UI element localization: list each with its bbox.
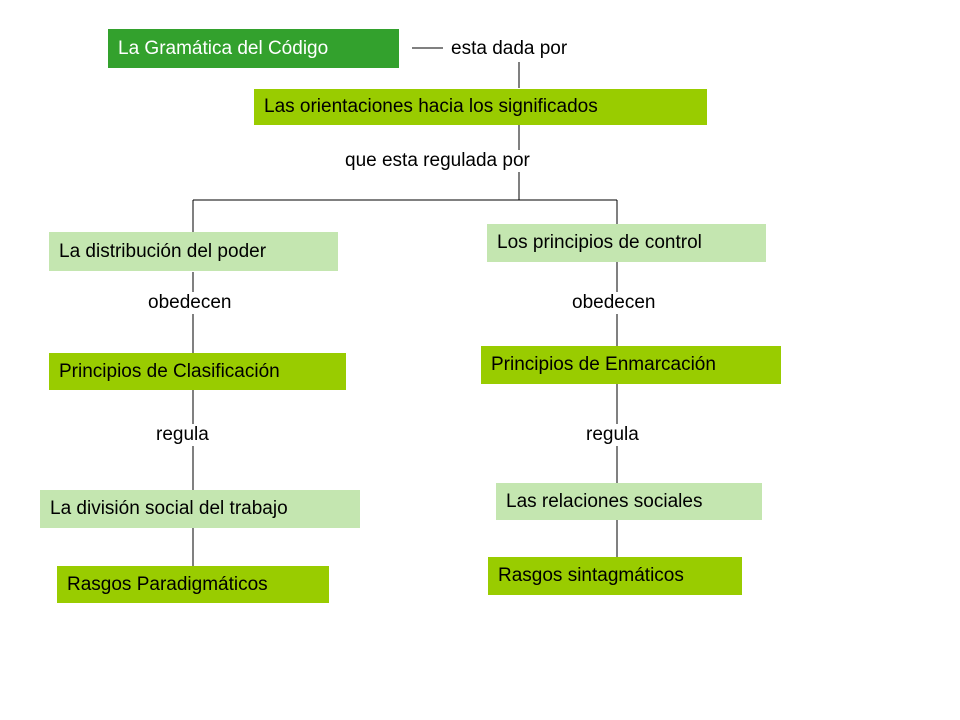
node-gramatica-del-codigo: La Gramática del Código [108,29,399,68]
link-label-dada-por: esta dada por [449,38,570,60]
node-rasgos-paradigmaticos: Rasgos Paradigmáticos [57,566,329,603]
node-distribucion-del-poder: La distribución del poder [49,232,338,271]
link-label-obedecen-right: obedecen [570,292,658,314]
node-division-social-del-trabajo: La división social del trabajo [40,490,360,528]
node-principios-de-control: Los principios de control [487,224,766,262]
link-label-obedecen-left: obedecen [146,292,234,314]
node-principios-de-clasificacion: Principios de Clasificación [49,353,346,390]
link-label-regula-right: regula [584,424,641,446]
node-relaciones-sociales: Las relaciones sociales [496,483,762,520]
link-label-regulada-por: que esta regulada por [343,150,532,172]
node-principios-de-enmarcacion: Principios de Enmarcación [481,346,781,384]
node-orientaciones: Las orientaciones hacia los significados [254,89,707,125]
link-label-regula-left: regula [154,424,211,446]
node-rasgos-sintagmaticos: Rasgos sintagmáticos [488,557,742,595]
